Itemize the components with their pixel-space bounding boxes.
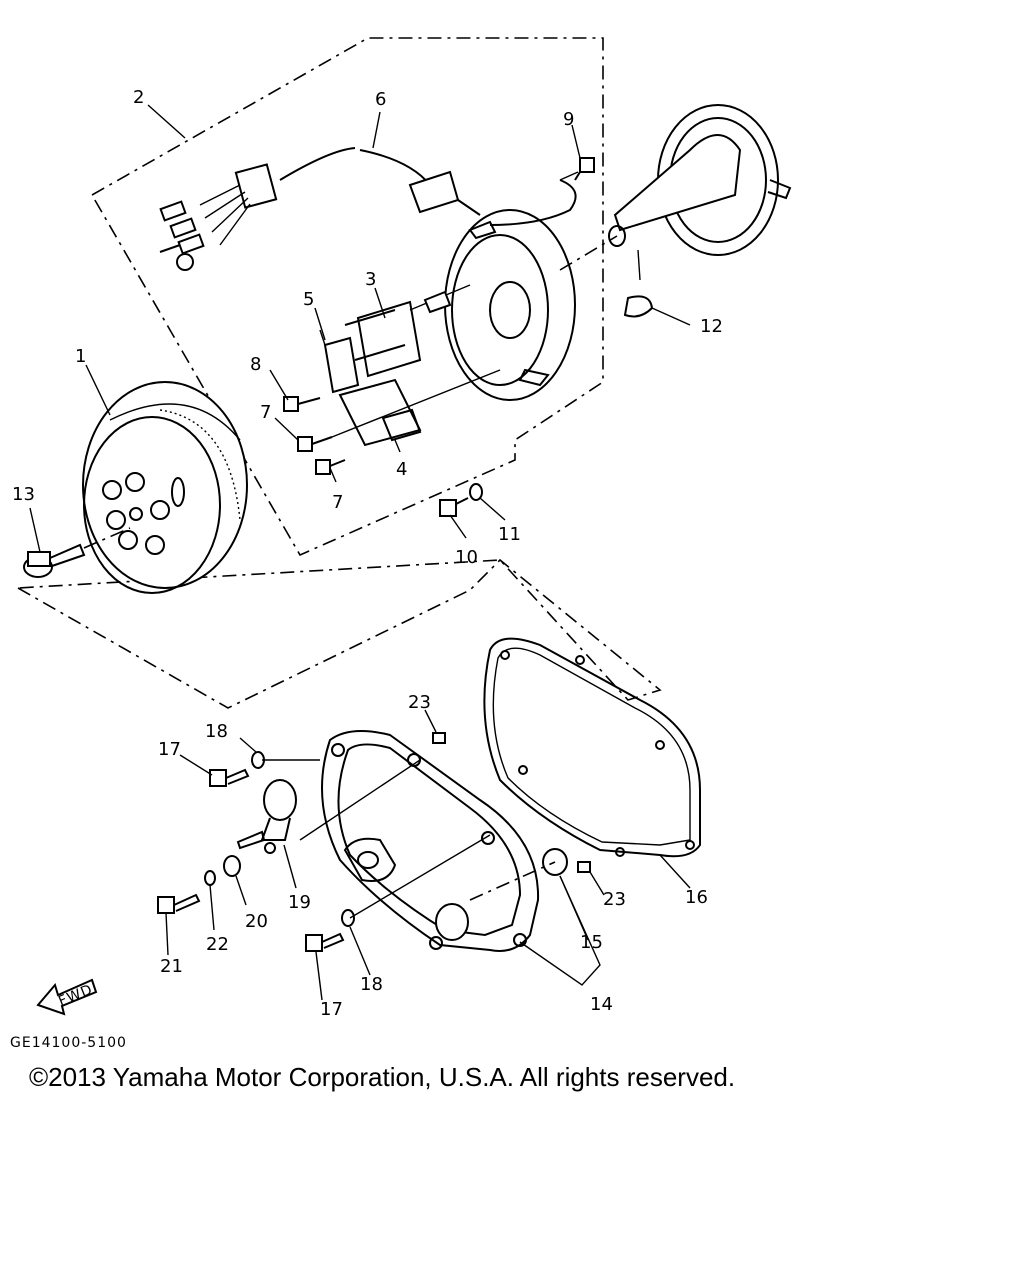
- callout-21: 21: [160, 956, 183, 977]
- callout-10: 10: [455, 547, 478, 568]
- callout-14: 14: [590, 994, 613, 1015]
- grounding-screw: [574, 157, 595, 181]
- callout-11: 11: [498, 524, 521, 545]
- callout-17b: 17: [320, 999, 343, 1020]
- coil-screws: [283, 369, 501, 475]
- callout-2: 2: [133, 87, 144, 108]
- callout-4: 4: [396, 459, 407, 480]
- lighting-coil: [338, 378, 422, 447]
- cable-clamp: [236, 759, 421, 854]
- callout-23b: 23: [603, 889, 626, 910]
- callout-12: 12: [700, 316, 723, 337]
- callout-1: 1: [75, 346, 86, 367]
- callout-3: 3: [365, 269, 376, 290]
- diagram-code: GE14100-5100: [10, 1035, 127, 1051]
- dowel-pins: [432, 732, 591, 901]
- flywheel-nut: [23, 527, 131, 578]
- assembly-boundary-lower: [17, 558, 662, 709]
- crankcase-cover: [321, 730, 540, 952]
- wiring-harness: [159, 147, 579, 271]
- callout-5: 5: [303, 289, 314, 310]
- callout-6: 6: [375, 89, 386, 110]
- flywheel-rotor: [82, 381, 248, 594]
- callout-22: 22: [206, 934, 229, 955]
- callout-23a: 23: [408, 692, 431, 713]
- callout-18b: 18: [360, 974, 383, 995]
- callout-9: 9: [563, 109, 574, 130]
- cover-gasket: [483, 637, 701, 858]
- charge-coil: [344, 284, 471, 378]
- leader-lines: [29, 104, 691, 1001]
- stator-bolt: [439, 483, 483, 517]
- collar: [223, 855, 241, 877]
- callout-7b: 7: [332, 492, 343, 513]
- pulser-coil: [319, 329, 360, 394]
- parts-illustration: FWD 2 6 9 3 5 12 1 8 7 4 7 13 11 10 23 1…: [10, 37, 792, 1051]
- callout-15: 15: [580, 932, 603, 953]
- callout-16: 16: [685, 887, 708, 908]
- stator-plate: [444, 209, 576, 401]
- woodruff-key: [623, 295, 691, 326]
- assembly-boundary-upper: [91, 37, 604, 557]
- callout-18a: 18: [205, 721, 228, 742]
- callout-19: 19: [288, 892, 311, 913]
- callout-17a: 17: [158, 739, 181, 760]
- copyright-notice: ©2013 Yamaha Motor Corporation, U.S.A. A…: [29, 1062, 736, 1092]
- fwd-label: FWD: [56, 982, 95, 1010]
- callout-8: 8: [250, 354, 261, 375]
- forward-arrow-icon: FWD: [36, 978, 98, 1016]
- callout-numbers: 2 6 9 3 5 12 1 8 7 4 7 13 11 10 23 18 17…: [12, 87, 723, 1020]
- callout-13: 13: [12, 484, 35, 505]
- callout-7a: 7: [260, 402, 271, 423]
- crankshaft-cover: [559, 104, 792, 281]
- cover-bolts: [157, 759, 491, 952]
- callout-20: 20: [245, 911, 268, 932]
